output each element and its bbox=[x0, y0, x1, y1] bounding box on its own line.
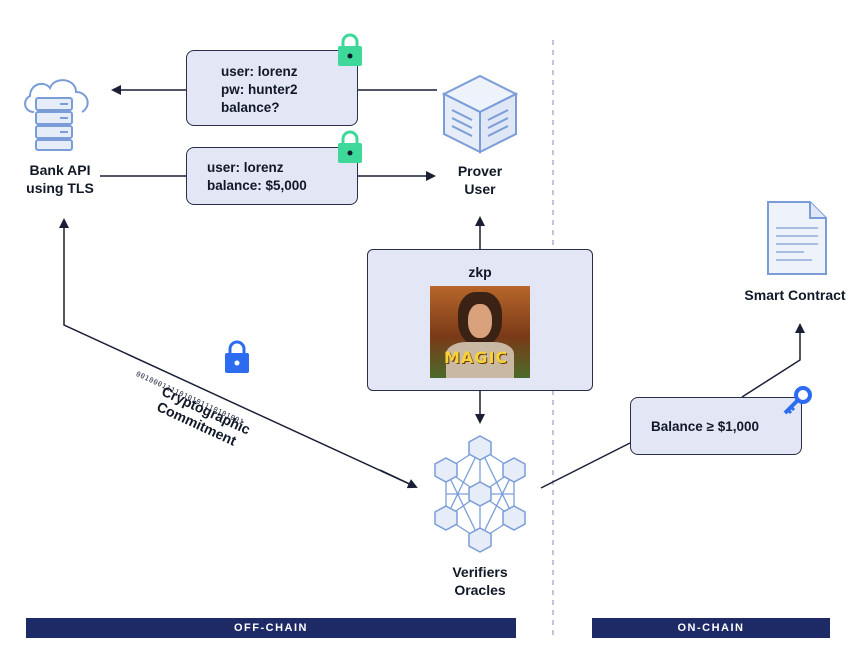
request-balance-line: balance? bbox=[221, 100, 280, 115]
balance-proof-text: Balance ≥ $1,000 bbox=[651, 419, 759, 434]
balance-to-contract-arrow bbox=[741, 323, 805, 398]
request-lock-icon bbox=[335, 33, 365, 67]
commitment-arrow bbox=[59, 218, 417, 488]
verifiers-label: Verifiers Oracles bbox=[452, 564, 508, 598]
zkp-box: zkp MAGIC bbox=[367, 249, 593, 391]
response-message-box: user: lorenz balance: $5,000 bbox=[186, 147, 358, 205]
request-password-line: pw: hunter2 bbox=[221, 82, 298, 97]
commitment-arrowhead-verifier bbox=[379, 469, 418, 489]
commitment-lock-icon bbox=[222, 340, 252, 374]
smart-contract-label: Smart Contract bbox=[744, 287, 846, 303]
on-chain-banner: ON-CHAIN bbox=[592, 618, 830, 638]
balance-proof-box: Balance ≥ $1,000 bbox=[630, 397, 802, 455]
magician-body bbox=[446, 342, 514, 378]
verifiers-to-balance-line bbox=[540, 442, 631, 489]
verifiers-network-icon bbox=[424, 434, 536, 556]
response-lock-icon bbox=[335, 130, 365, 164]
bank-label: Bank API using TLS bbox=[26, 162, 94, 196]
magician-face bbox=[468, 304, 492, 338]
request-user-line: user: lorenz bbox=[221, 64, 298, 79]
zkp-title: zkp bbox=[468, 264, 492, 280]
request-message-box: user: lorenz pw: hunter2 balance? bbox=[186, 50, 358, 126]
bank-cloud-server-icon bbox=[16, 72, 98, 154]
response-balance-line: balance: $5,000 bbox=[207, 178, 307, 193]
prover-label: Prover User bbox=[457, 163, 503, 197]
off-chain-banner: OFF-CHAIN bbox=[26, 618, 516, 638]
key-icon bbox=[780, 384, 814, 418]
zkp-magic-image: MAGIC bbox=[430, 286, 530, 378]
prover-cube-icon bbox=[440, 72, 520, 156]
smart-contract-document-icon bbox=[764, 198, 830, 278]
response-user-line: user: lorenz bbox=[207, 160, 284, 175]
zkp-magic-text: MAGIC bbox=[444, 348, 509, 367]
